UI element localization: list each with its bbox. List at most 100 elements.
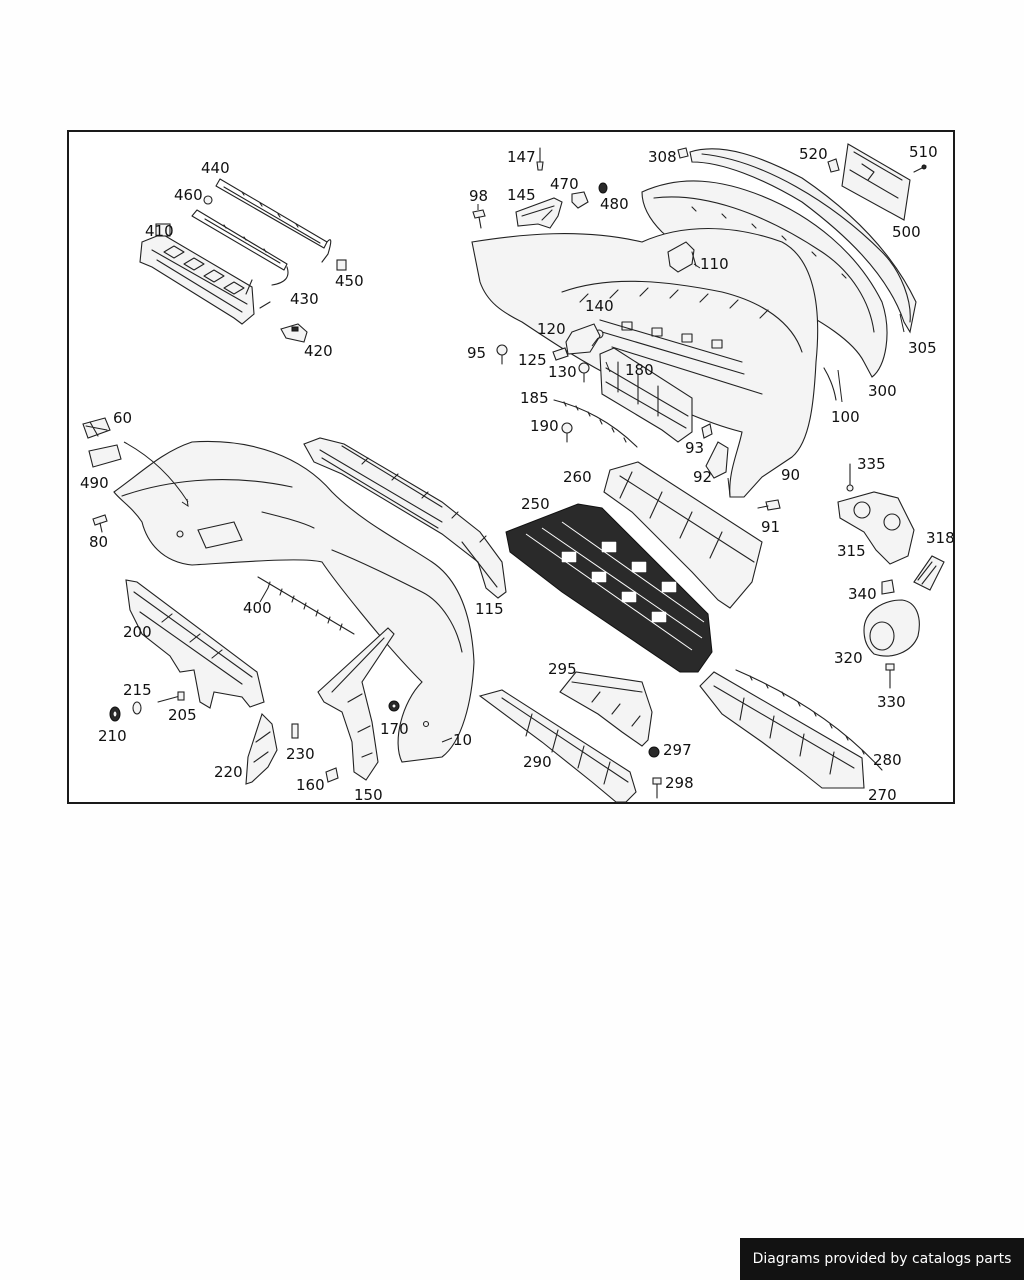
callout-120: 120 [537,320,566,338]
callout-93: 93 [685,439,704,457]
callout-510: 510 [909,143,938,161]
leader-lines [259,148,905,743]
part-93-clip [701,423,713,439]
callout-220: 220 [214,763,243,781]
part-430-cable [191,209,332,286]
part-230-clip [291,723,299,739]
callout-160: 160 [296,776,325,794]
part-400-trim-strip [257,576,355,635]
callout-297: 297 [663,741,692,759]
part-308-clip [677,147,689,159]
part-200-side-bracket [125,579,265,709]
part-315-mount [837,491,915,565]
callout-300: 300 [868,382,897,400]
callout-200: 200 [123,623,152,641]
leader-lines-10 [123,441,189,508]
callout-330: 330 [877,693,906,711]
part-335-pin [846,463,854,492]
part-280-trim [735,669,883,771]
part-510-screw [913,164,927,173]
part-120-bracket [565,323,601,355]
part-470-grommet [571,191,589,209]
callout-10: 10 [453,731,472,749]
callout-295: 295 [548,660,577,678]
part-270-diffuser [699,671,865,789]
part-60-bracket [82,417,111,439]
callout-90: 90 [781,466,800,484]
callout-480: 480 [600,195,629,213]
part-98-screw [472,209,486,229]
part-340-nut [881,579,895,595]
part-250-diffuser-lower [505,503,713,673]
part-480-nut [598,182,608,194]
part-210-nut [109,706,121,722]
callout-180: 180 [625,361,654,379]
part-450-connector [336,259,347,271]
callout-280: 280 [873,751,902,769]
callout-470: 470 [550,175,579,193]
callout-147: 147 [507,148,536,166]
part-115-bumper-beam [303,437,507,599]
callout-290: 290 [523,753,552,771]
callout-308: 308 [648,148,677,166]
callout-170: 170 [380,720,409,738]
part-410-bracket [139,223,271,325]
part-180-carrier [599,347,693,443]
part-330-bolt [885,663,895,689]
callout-450: 450 [335,272,364,290]
part-90-rear-bumper [471,228,819,498]
exploded-parts-diagram: 440 460 410 450 430 420 60 490 80 400 20… [80,143,953,802]
part-290-undertray [478,689,637,802]
part-92-bracket [705,441,729,479]
callout-305: 305 [908,339,937,357]
part-420-sensor [280,323,308,343]
callout-270: 270 [868,786,897,802]
part-295-panel [559,671,653,747]
callout-80: 80 [89,533,108,551]
part-130-screw [578,362,590,383]
part-91-pin [757,499,781,511]
part-215-screw [157,691,185,703]
callout-140: 140 [585,297,614,315]
part-190-screw [561,422,573,443]
callout-410: 410 [145,222,174,240]
part-170-nut [388,700,400,712]
callout-315: 315 [837,542,866,560]
callout-298: 298 [665,774,694,792]
part-150-side-mount [317,627,395,781]
callout-250: 250 [521,495,550,513]
callout-335: 335 [857,455,886,473]
part-297-nut [648,746,660,758]
callout-318: 318 [926,529,953,547]
part-80-bolt [92,514,108,533]
callout-98: 98 [469,187,488,205]
callout-185: 185 [520,389,549,407]
callout-320: 320 [834,649,863,667]
callout-125: 125 [518,351,547,369]
part-110-sensor-holder [667,241,697,273]
callout-130: 130 [548,363,577,381]
part-460-clip [203,195,213,205]
callout-91: 91 [761,518,780,536]
callout-92: 92 [693,468,712,486]
callout-260: 260 [563,468,592,486]
callout-95: 95 [467,344,486,362]
callout-210: 210 [98,727,127,745]
part-260-diffuser-upper [603,461,763,609]
callout-500: 500 [892,223,921,241]
callout-230: 230 [286,745,315,763]
callout-430: 430 [290,290,319,308]
part-145-bracket [515,197,563,229]
callout-460: 460 [174,186,203,204]
callout-340: 340 [848,585,877,603]
callout-400: 400 [243,599,272,617]
part-440-strap [215,178,328,249]
part-100-trim [823,367,837,401]
part-318-cover [913,555,945,591]
part-10-bumper-cover [113,440,475,763]
callout-440: 440 [201,159,230,177]
part-500-license-bracket [841,143,911,221]
parts-diagram-frame: 440 460 410 450 430 420 60 490 80 400 20… [67,130,955,804]
part-520-clip [827,158,840,173]
callout-100: 100 [831,408,860,426]
